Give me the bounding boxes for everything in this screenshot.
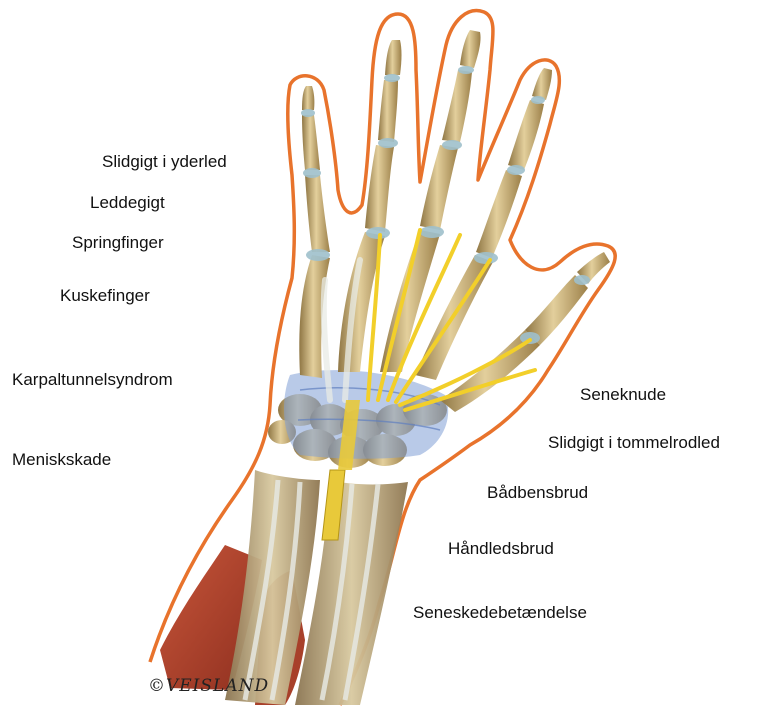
label-seneknude: Seneknude [580, 385, 666, 405]
label-slidgigt-i-tommelrodled: Slidgigt i tommelrodled [548, 433, 720, 453]
label-leddegigt: Leddegigt [90, 193, 165, 213]
artist-signature: ©VEISLAND [148, 676, 269, 696]
label-baadbensbrud: Bådbensbrud [487, 483, 588, 503]
label-kuskefinger: Kuskefinger [60, 286, 150, 306]
label-springfinger: Springfinger [72, 233, 164, 253]
label-seneskedebetaendelse: Seneskedebetændelse [413, 603, 587, 623]
label-slidgigt-i-yderled: Slidgigt i yderled [102, 152, 227, 172]
joints [301, 66, 590, 344]
label-meniskskade: Meniskskade [12, 450, 111, 470]
label-karpaltunnelsyndrom: Karpaltunnelsyndrom [12, 370, 173, 390]
label-haandledsbrud: Håndledsbrud [448, 539, 554, 559]
carpal-ligament [284, 370, 448, 459]
